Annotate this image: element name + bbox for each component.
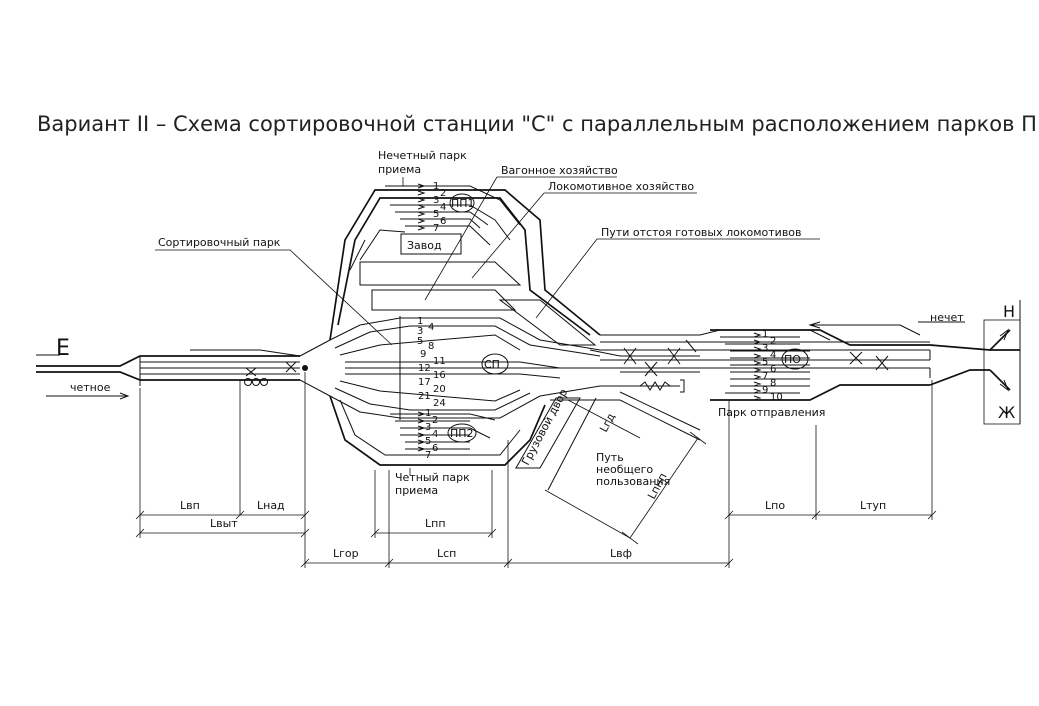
wagon-facility-label: Вагонное хозяйство [501,164,618,177]
svg-text:3: 3 [433,195,439,206]
svg-text:9: 9 [762,385,768,396]
pp2-tracks [329,395,546,466]
dim-lvyt: Lвыт [210,517,238,530]
odd-receiving-label-1: Нечетный парк [378,149,467,162]
svg-text:21: 21 [418,391,431,402]
svg-text:6: 6 [432,443,438,454]
sp-tracks [329,316,930,420]
svg-text:10: 10 [770,392,783,403]
svg-text:9: 9 [420,349,426,360]
svg-text:5: 5 [762,357,768,368]
svg-text:4: 4 [770,350,776,361]
dim-lvf: Lвф [610,547,632,560]
pp2-track-numbers: 1 2 3 4 5 6 7 [425,408,438,461]
pp1-track-numbers: 1 2 3 4 5 6 7 [433,181,446,234]
po-marker: ПО [781,348,809,370]
svg-text:6: 6 [440,216,446,227]
svg-text:1: 1 [417,316,423,327]
direction-e: Е [56,336,70,361]
svg-text:4: 4 [440,202,446,213]
pp2-marker: ПП2 [447,423,477,443]
po-tracks [710,329,930,401]
svg-text:3: 3 [417,326,423,337]
even-receiving-label-1: Четный парк [395,471,470,484]
direction-n: Н [1003,302,1015,321]
svg-text:20: 20 [433,384,446,395]
cargo-yard-label: Грузовой двор [519,387,570,468]
po-track-numbers: 1 2 3 4 5 6 7 8 9 10 [762,329,783,403]
plant-building: Завод [400,233,462,255]
svg-text:5: 5 [417,336,423,347]
odd-receiving-label-2: приема [378,163,421,176]
svg-text:24: 24 [433,398,446,409]
even-direction-label: четное [70,381,111,394]
pp1-marker: ПП1 [449,193,475,213]
dim-lgor: Lгор [333,547,359,560]
even-receiving-label-2: приема [395,484,438,497]
svg-text:ПП1: ПП1 [451,197,475,210]
direction-zh: Ж [998,403,1015,422]
sp-marker: СП [481,353,509,375]
svg-text:3: 3 [425,422,431,433]
private-track-label-1: Путь [596,451,624,464]
dim-lvp: Lвп [180,499,200,512]
svg-text:2: 2 [770,336,776,347]
svg-text:8: 8 [770,378,776,389]
svg-text:7: 7 [433,223,439,234]
svg-text:1: 1 [762,329,768,340]
svg-text:6: 6 [770,364,776,375]
svg-text:2: 2 [432,415,438,426]
svg-text:16: 16 [433,370,446,381]
svg-text:5: 5 [425,436,431,447]
svg-text:3: 3 [762,343,768,354]
dim-ltup: Lтуп [860,499,886,512]
hump-area [244,361,308,386]
right-neck [808,300,1021,425]
private-track-label-3: пользования [596,475,670,488]
svg-text:ПО: ПО [784,353,801,366]
sp-track-numbers: 1 3 5 9 12 17 21 4 8 11 16 20 24 [417,316,446,409]
svg-text:1: 1 [433,181,439,192]
svg-text:5: 5 [433,209,439,220]
svg-text:4: 4 [428,322,434,333]
loco-facility-area [371,289,517,311]
dim-lnad: Lнад [257,499,285,512]
main-line [36,339,331,400]
dim-lpo: Lпо [765,499,785,512]
svg-text:4: 4 [432,429,438,440]
private-track-label-2: необщего [596,463,653,476]
svg-text:СП: СП [484,358,500,371]
diagram-title: Вариант II – Схема сортировочной станции… [37,112,1039,136]
loco-standby-area [498,299,597,346]
svg-text:7: 7 [762,371,768,382]
departure-park-label: Парк отправления [718,406,825,419]
dim-lgd: Lгд [597,411,618,435]
odd-direction-label: нечет [930,311,964,324]
svg-text:Завод: Завод [407,239,442,252]
svg-text:17: 17 [418,377,431,388]
loco-tracks-label: Пути отстоя готовых локомотивов [601,226,802,239]
loco-facility-label: Локомотивное хозяйство [548,180,694,193]
svg-text:12: 12 [418,363,431,374]
pp1-tracks [329,183,601,341]
dim-lsp: Lсп [437,547,456,560]
cargo-yard [515,391,701,491]
svg-text:2: 2 [440,188,446,199]
svg-text:7: 7 [425,450,431,461]
middle-neck [589,329,930,393]
dim-lpp: Lпп [425,517,446,530]
svg-text:8: 8 [428,341,434,352]
svg-text:11: 11 [433,356,446,367]
svg-text:ПП2: ПП2 [450,427,474,440]
wagon-facility-area [359,261,522,286]
sorting-park-label: Сортировочный парк [158,236,281,249]
svg-text:1: 1 [425,408,431,419]
dimension-lines [135,372,937,568]
